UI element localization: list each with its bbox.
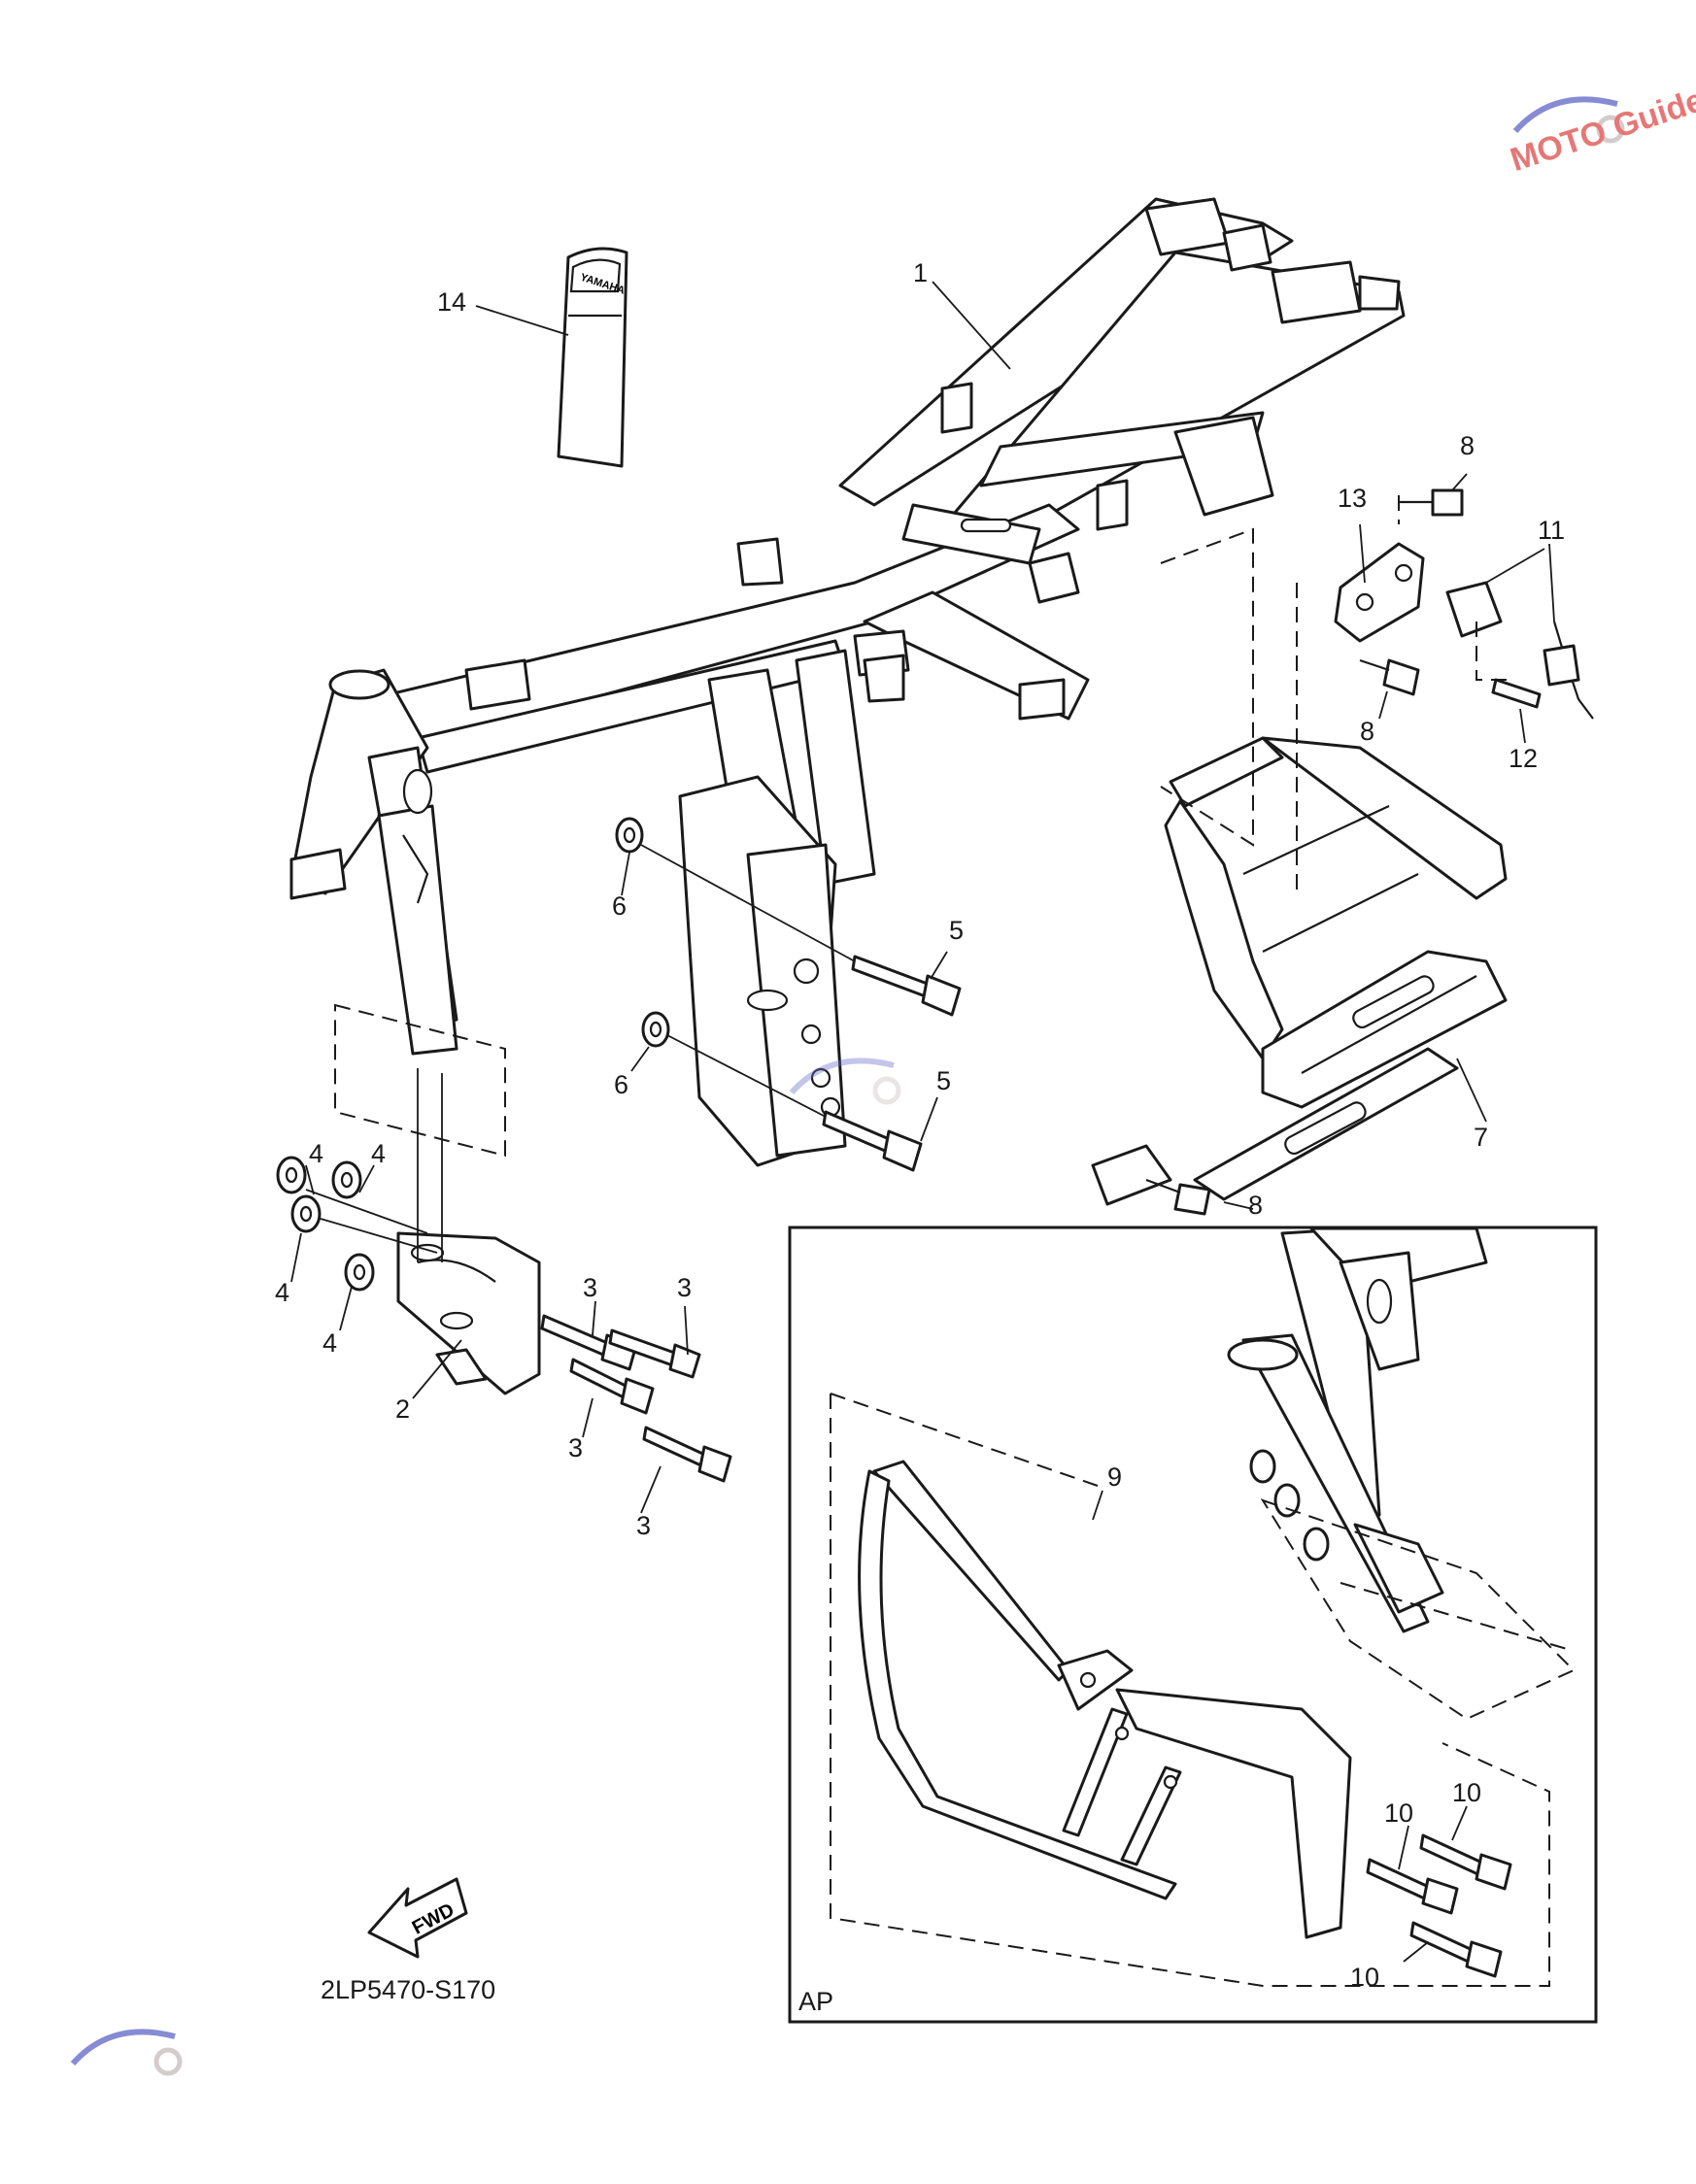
bolt-part-12[interactable] [1491, 678, 1542, 709]
lock-part-11[interactable] [1445, 581, 1594, 720]
inset-panel [788, 1226, 1598, 2024]
leader-lines [290, 281, 1555, 1963]
frame-emblem[interactable]: YAMAHA [557, 247, 628, 468]
frame-part[interactable] [289, 197, 1406, 1167]
callout-8c: 8 [1248, 1191, 1263, 1220]
callout-12: 12 [1509, 744, 1538, 773]
callout-6a: 6 [612, 891, 627, 921]
callout-2: 2 [395, 1394, 410, 1424]
seat-lock-part-13[interactable] [1334, 542, 1425, 643]
collar-part-4[interactable] [276, 1156, 438, 1292]
callout-6b: 6 [614, 1070, 628, 1099]
callout-7: 7 [1474, 1123, 1488, 1152]
callout-14: 14 [437, 287, 466, 317]
callout-numbers: 1 14 2 3 3 3 3 4 4 4 4 5 5 6 6 7 8 8 8 9… [275, 258, 1565, 1992]
callout-8a: 8 [1460, 431, 1475, 460]
callout-1: 1 [913, 258, 928, 287]
callout-4a: 4 [309, 1139, 323, 1168]
callout-3c: 3 [568, 1433, 583, 1462]
watermark-text: MOTO Guide [1506, 82, 1696, 179]
engine-bracket-part[interactable] [396, 1231, 541, 1395]
callout-10b: 10 [1384, 1798, 1413, 1828]
bolt-part-5[interactable] [640, 844, 962, 1172]
fwd-arrow-icon: FWD [367, 1877, 468, 1959]
callout-5b: 5 [936, 1066, 951, 1095]
callout-3b: 3 [677, 1273, 692, 1302]
rear-carrier-part[interactable] [1091, 527, 1508, 1206]
callout-4c: 4 [275, 1278, 289, 1307]
callout-13: 13 [1338, 484, 1367, 513]
callout-9: 9 [1107, 1462, 1122, 1492]
callout-3d: 3 [636, 1511, 651, 1540]
lock-dashed-box [1296, 495, 1510, 893]
engine-guard-part[interactable] [858, 1460, 1352, 1939]
bolt-part-10[interactable] [1366, 1833, 1512, 1978]
diagram-code: 2LP5470-S170 [321, 1975, 495, 2004]
callout-10c: 10 [1350, 1963, 1379, 1992]
bolt-part-3[interactable] [540, 1314, 732, 1483]
nut-part-6[interactable] [615, 817, 670, 1048]
callout-10a: 10 [1452, 1778, 1481, 1807]
callout-4b: 4 [371, 1139, 386, 1168]
callout-5a: 5 [949, 916, 964, 945]
inset-label: AP [798, 1987, 833, 2016]
callout-3a: 3 [583, 1273, 597, 1302]
bolt-part-8[interactable] [1145, 488, 1464, 1216]
callout-8b: 8 [1360, 717, 1374, 746]
callout-4d: 4 [322, 1328, 337, 1358]
callout-11: 11 [1538, 516, 1565, 545]
